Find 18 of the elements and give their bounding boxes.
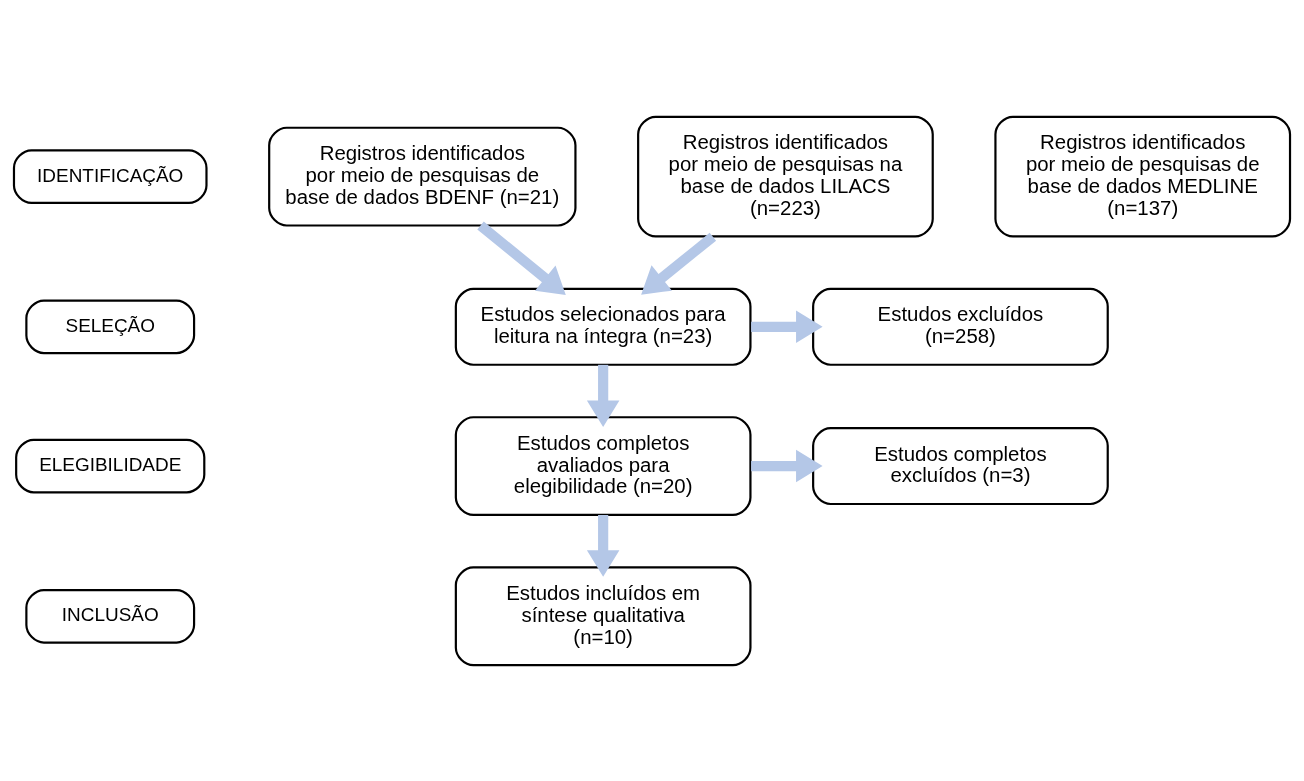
- node-box: Registros identificados por meio de pesquisas de base de dados BDENF (n=21): [268, 126, 577, 227]
- node-box: Estudos selecionados para leitura na íntegra (n=23): [454, 287, 752, 366]
- arrow: [477, 221, 566, 295]
- node-box: Estudos completos excluídos (n=3): [812, 426, 1109, 505]
- node-box: Registros identificados por meio de pesquisas de base de dados MEDLINE (n=137): [994, 115, 1292, 237]
- node-box: Estudos incluídos em síntese qualitativa (n=10): [454, 565, 752, 666]
- node-box: Registros identificados por meio de pesquisas na base de dados LILACS (n=223): [637, 115, 934, 237]
- node-box: SELEÇÃO: [25, 299, 196, 354]
- arrow: [586, 364, 620, 427]
- node-box: Estudos excluídos (n=258): [812, 287, 1109, 366]
- arrow: [751, 310, 823, 343]
- node-box: INCLUSÃO: [25, 588, 196, 644]
- node-box: IDENTIFICAÇÃO: [12, 148, 208, 204]
- node-box: Estudos completos avaliados para elegibilidade (n=20): [454, 415, 752, 516]
- node-box: ELEGIBILIDADE: [15, 438, 206, 493]
- arrow: [641, 232, 717, 295]
- arrow: [751, 449, 823, 482]
- arrow: [586, 514, 620, 577]
